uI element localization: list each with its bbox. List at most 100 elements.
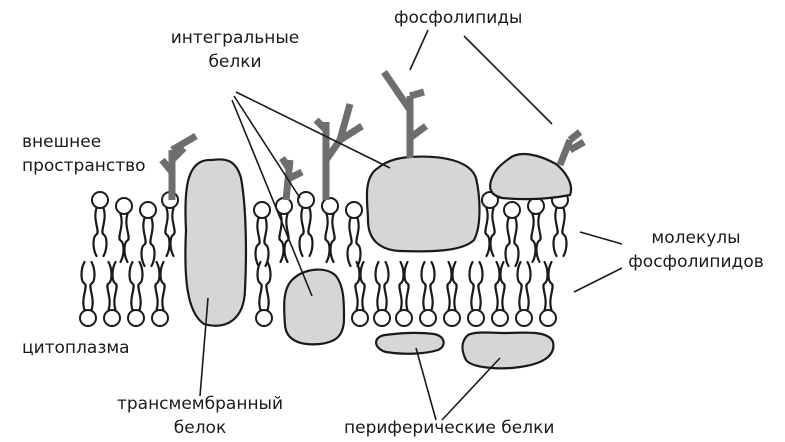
fatty-acid-tail — [82, 262, 86, 310]
phosphate-head — [528, 198, 544, 214]
fatty-acid-tail — [376, 262, 380, 310]
fatty-acid-tail — [113, 262, 117, 310]
phosphate-head — [104, 310, 120, 326]
phosphate-head — [128, 310, 144, 326]
fatty-acid-tail — [453, 262, 457, 310]
phospholipids-label: фосфолипиды — [394, 6, 522, 30]
fatty-acid-tail — [399, 262, 403, 310]
phosphate-head — [140, 202, 156, 218]
fatty-acid-tail — [549, 262, 553, 310]
phosphate-head — [256, 310, 272, 326]
fatty-acid-tail — [491, 208, 495, 256]
phosphate-head — [492, 310, 508, 326]
phospholipid-molecule — [128, 262, 144, 326]
phospholipid-molecules-label-line2: фосфолипидов — [616, 250, 776, 274]
fatty-acid-tail — [150, 218, 154, 266]
fatty-acid-tail — [138, 262, 142, 310]
fatty-acid-tail — [258, 262, 262, 310]
fatty-acid-tail — [130, 262, 134, 310]
phosphate-head — [374, 310, 390, 326]
fatty-acid-tail — [478, 262, 482, 310]
phospholipid-molecule — [152, 262, 168, 326]
phospholipid-molecule — [482, 192, 498, 256]
phospholipid-molecule — [276, 198, 292, 262]
phospholipid-molecule — [492, 262, 508, 326]
fatty-acid-tail — [518, 262, 522, 310]
fatty-acid-tail — [543, 262, 547, 310]
fatty-acid-tail — [161, 262, 165, 310]
phosphate-head — [298, 192, 314, 208]
phosphate-head — [540, 310, 556, 326]
fatty-acid-tail — [562, 208, 566, 256]
phosphate-head — [396, 310, 412, 326]
phospholipid-molecule — [504, 202, 520, 266]
phosphate-head — [352, 310, 368, 326]
cytoplasm-label: цитоплазма — [22, 336, 130, 360]
fatty-acid-tail — [506, 218, 510, 266]
phosphate-head — [92, 192, 108, 208]
fatty-acid-tail — [102, 208, 106, 256]
fatty-acid-tail — [308, 208, 312, 256]
integral-protein-lower — [284, 270, 344, 345]
outer-space-label-line2: пространство — [22, 154, 146, 178]
phospholipid-molecule — [254, 202, 270, 266]
fatty-acid-tail — [300, 208, 304, 256]
transmembrane-protein-label-line1: трансмембранный — [90, 392, 310, 416]
phosphate-head — [116, 198, 132, 214]
fatty-acid-tail — [355, 262, 359, 310]
phosphate-head — [254, 202, 270, 218]
phosphate-head — [516, 310, 532, 326]
fatty-acid-tail — [430, 262, 434, 310]
peripheral-protein-bottom-small — [376, 333, 444, 354]
fatty-acid-tail — [256, 218, 260, 266]
phosphate-head — [468, 310, 484, 326]
fatty-acid-tail — [325, 214, 329, 262]
phospholipid-molecule — [298, 192, 314, 256]
peripheral-protein-bottom-large — [463, 333, 554, 369]
transmembrane-protein-label-line2: белок — [90, 416, 310, 440]
phosphate-head — [152, 310, 168, 326]
phospholipid-molecule — [140, 202, 156, 266]
outer-space-label: внешнее пространство — [22, 130, 146, 178]
phospholipid-molecule — [92, 192, 108, 256]
phosphate-head — [322, 198, 338, 214]
fatty-acid-tail — [361, 262, 365, 310]
phospholipid-molecule — [162, 192, 178, 256]
fatty-acid-tail — [119, 214, 123, 262]
fatty-acid-tail — [356, 218, 360, 266]
fatty-acid-tail — [405, 262, 409, 310]
fatty-acid-tail — [470, 262, 474, 310]
phospholipid-molecules-label-line1: молекулы — [616, 226, 776, 250]
phospholipid-molecule — [346, 202, 362, 266]
phosphate-head — [504, 202, 520, 218]
phosphate-head — [346, 202, 362, 218]
transmembrane-protein — [185, 159, 246, 325]
fatty-acid-tail — [422, 262, 426, 310]
fatty-acid-tail — [501, 262, 505, 310]
phospholipid-molecule — [396, 262, 412, 326]
fatty-acid-tail — [447, 262, 451, 310]
phosphate-head — [420, 310, 436, 326]
fatty-acid-tail — [94, 208, 98, 256]
fatty-acid-tail — [165, 208, 169, 256]
phospholipid-molecule — [104, 262, 120, 326]
fatty-acid-tail — [384, 262, 388, 310]
phosphate-head — [80, 310, 96, 326]
fatty-acid-tail — [537, 214, 541, 262]
fatty-acid-tail — [264, 218, 268, 266]
phospholipid-molecule — [116, 198, 132, 262]
phosphate-head — [444, 310, 460, 326]
phospholipid-molecule — [256, 262, 272, 326]
fatty-acid-tail — [90, 262, 94, 310]
phospholipid-molecule — [322, 198, 338, 262]
fatty-acid-tail — [348, 218, 352, 266]
integral-proteins-label-line1: интегральные — [150, 26, 320, 50]
peripheral-proteins-label: периферические белки — [344, 416, 554, 440]
phospholipid-molecule — [374, 262, 390, 326]
integral-proteins-label-line2: белки — [150, 50, 320, 74]
fatty-acid-tail — [107, 262, 111, 310]
fatty-acid-tail — [526, 262, 530, 310]
phospholipid-molecule — [528, 198, 544, 262]
phospholipid-molecule — [516, 262, 532, 326]
